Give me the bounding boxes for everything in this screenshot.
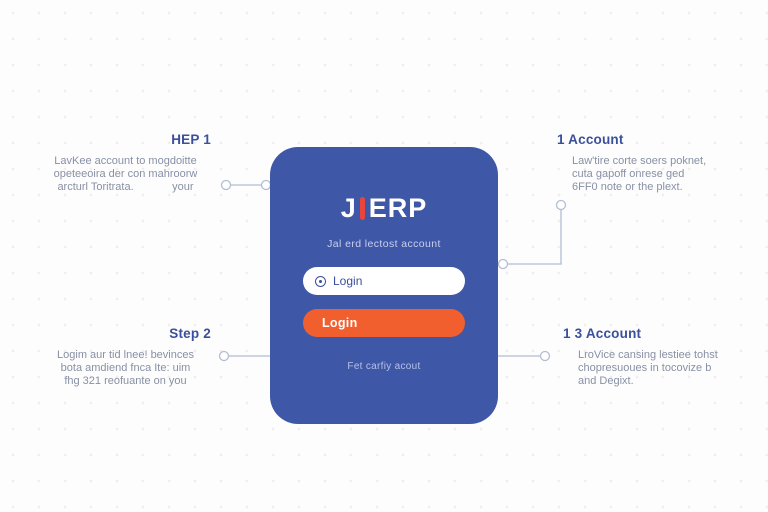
login-input-value: Login (333, 274, 363, 288)
connector-line-top-right (508, 210, 562, 265)
annotation-heading: 1 3 Account (563, 326, 642, 341)
annotation-step-2: Step 2 Logim aur tid lnee! bevinces bota… (38, 326, 213, 388)
card-subtitle: Jal erd lectost account (327, 238, 441, 250)
annotation-heading: 1 Account (557, 132, 624, 147)
text-line: cuta gapoff onrese ged (572, 168, 685, 180)
text-line: arcturl Toritrata. your (57, 181, 194, 193)
login-card: J ERP Jal erd lectost account Login Logi… (270, 147, 498, 424)
annotation-text: Logim aur tid lnee! bevinces bota amdien… (38, 349, 213, 388)
target-icon (315, 275, 326, 287)
login-input[interactable]: Login (303, 267, 465, 295)
text-line: Logim aur tid lnee! bevinces (57, 349, 194, 361)
logo-text-left: J (340, 193, 357, 223)
connector-node (218, 350, 230, 362)
text-line: 6FF0 note or the plext. (572, 181, 683, 193)
logo-divider-bar (359, 197, 365, 220)
logo-text-right: ERP (368, 193, 428, 223)
text-line: Law'tire corte soers poknet, (572, 155, 707, 167)
annotation-account-1: 1 Account Law'tire corte soers poknet, c… (557, 132, 722, 194)
jerp-logo: J ERP (270, 193, 498, 224)
text-line: fhg 321 reofuante on you (64, 375, 187, 387)
text-line: LavKee account to mogdoitte (54, 155, 197, 167)
connector-node (220, 179, 232, 191)
annotation-account-13: 1 3 Account LroVice cansing lestiee tohs… (563, 326, 728, 388)
annotation-text: LroVice cansing lestiee tohst chopresuou… (563, 349, 728, 388)
text-line: bota amdiend fnca Ite: uim (60, 362, 191, 374)
text-line: opeteeoira der con mahroorw (53, 168, 198, 180)
annotation-text: Law'tire corte soers poknet, cuta gapoff… (557, 155, 722, 194)
text-line: LroVice cansing lestiee tohst (578, 349, 718, 361)
card-footer-text: Fet carfiy acout (347, 361, 421, 372)
connector-node (539, 350, 551, 362)
annotation-heading: Step 2 (169, 326, 211, 341)
annotation-step-1: HEP 1 LavKee account to mogdoitte opetee… (38, 132, 213, 194)
login-button[interactable]: Login (303, 309, 465, 337)
text-line: and Degixt. (578, 375, 634, 387)
annotation-heading: HEP 1 (171, 132, 211, 147)
annotation-text: LavKee account to mogdoitte opeteeoira d… (38, 155, 213, 194)
text-line: chopresuoues in tocovize b (578, 362, 712, 374)
connector-node (555, 199, 567, 211)
connector-node (497, 258, 509, 270)
